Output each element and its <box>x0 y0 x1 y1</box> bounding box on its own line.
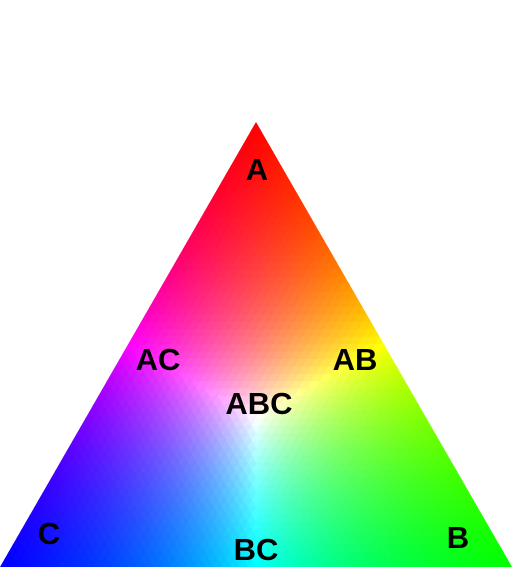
edge-label-bc: BC <box>234 532 279 567</box>
edge-label-ac: AC <box>136 342 181 377</box>
center-label-abc: ABC <box>225 386 292 421</box>
vertex-label-c: C <box>38 516 60 551</box>
color-gradient-mesh <box>0 122 512 567</box>
vertex-label-b: B <box>447 520 469 555</box>
vertex-label-a: A <box>246 152 268 187</box>
edge-label-ab: AB <box>333 342 378 377</box>
